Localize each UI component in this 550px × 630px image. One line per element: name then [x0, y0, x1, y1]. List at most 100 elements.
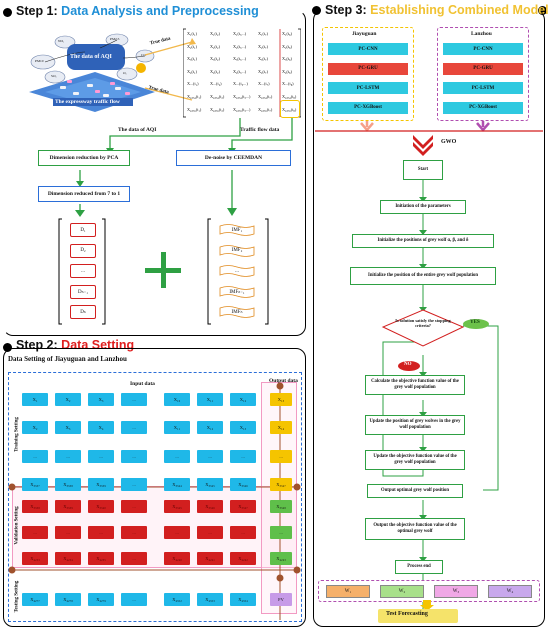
gwo-yes-badge [463, 319, 489, 329]
training-cell: X₃₃₄₆ [230, 478, 256, 491]
matrix-cell: X₄₃₅₅(t₇) [258, 106, 273, 112]
gwo-no-badge [398, 361, 420, 371]
validation-cell: X₃₃₃₉ [55, 500, 81, 513]
validation-cell: ... [88, 526, 114, 539]
step1-heading: Step 1: Data Analysis and Preprocessing [16, 4, 259, 18]
model-button: PC-CNN [328, 43, 408, 55]
matrix-cell: X₄(t₈) [282, 68, 292, 74]
ceemdan-box: De-noise by CEEMDAN [176, 150, 291, 166]
training-cell: X₁₃ [230, 421, 256, 434]
training-cell: X₃₃₄₄ [164, 478, 190, 491]
matrix-cell: X₄₃₅₄(t₈) [282, 94, 297, 99]
validation-cell: X₄₂₃₃ [22, 552, 48, 565]
lanzhou-title: Lanzhou [471, 31, 492, 37]
training-cell: ... [22, 450, 48, 463]
input-data-label: Input data [130, 381, 155, 387]
gwo-output-objective: Output the objective function value of t… [365, 518, 465, 540]
d-vector-item: D₁ [70, 223, 96, 237]
step2-dot [3, 343, 12, 352]
gwo-init-params: Initiation of the parameters [380, 200, 466, 214]
validation-cell: ... [164, 526, 190, 539]
training-cell: X₃ [55, 421, 81, 434]
training-cell: X₃₃₃₉ [88, 478, 114, 491]
training-cell: ... [270, 450, 292, 463]
matrix-cell: X...(t₈) [282, 81, 294, 87]
pollutant-co: CO [141, 53, 146, 57]
gwo-start: Start [403, 160, 443, 180]
matrix-cell: X₂(t₁) [187, 43, 197, 49]
true-data-arrows [144, 38, 196, 101]
model-button: PC-LSTM [328, 82, 408, 94]
training-cell: X₃₃₄₇ [270, 478, 292, 491]
output-data-label: Output data [269, 378, 298, 384]
d-vector-item: Dₙ [70, 305, 96, 319]
gwo-decision: Is solution satisfy the stopping criteri… [395, 318, 451, 329]
validation-cell: ... [121, 526, 147, 539]
validation-cell: X₃₃₃₈ [22, 500, 48, 513]
training-cell: X₁₀ [164, 393, 190, 406]
training-cell: ... [121, 421, 147, 434]
matrix-cell: X₂(t₃...) [233, 43, 247, 49]
aqi-illustration-svg [29, 33, 155, 112]
matrix-cell: X₂(t₂) [210, 43, 220, 49]
matrix-cell: X₂(t₇) [258, 43, 268, 49]
training-cell: X₃ [88, 393, 114, 406]
training-cell: X₁ [22, 393, 48, 406]
weight-box: W₁ [326, 585, 370, 598]
model-button: PC-XGBoost [328, 101, 408, 114]
validation-cell: X₄₂₄₃ [270, 552, 292, 565]
validation-cell: X₄₂₃₄ [55, 552, 81, 565]
matrix-cell: X₄₃₅₄(t₇) [258, 94, 273, 99]
step3-dot-right [538, 6, 547, 15]
matrix-cell: X...(t₃...) [233, 81, 248, 87]
matrix-cell: X₄₃₅₅(t₁) [187, 106, 202, 112]
imf-vector-label: IMFₙ₋₁ [229, 289, 245, 295]
training-cell: X₃₃₄₅ [197, 478, 223, 491]
imf-vector-item: IMFₙ [218, 305, 256, 319]
step1-panel [3, 10, 306, 336]
step1-connectors [75, 118, 293, 217]
training-cell: ... [121, 450, 147, 463]
weight-box: W₃ [434, 585, 478, 598]
d-vector-item: D₂ [70, 243, 96, 258]
matrix-cell: X₄(t₂) [210, 68, 220, 74]
matrix-highlight [280, 100, 300, 118]
training-cell: X₁₁ [197, 393, 223, 406]
validation-cell: X₃₃₄₇ [230, 500, 256, 513]
gwo-init-positions: Initialize the positions of grey wolf α,… [352, 234, 494, 248]
imf-vector-item: IMF₂ [218, 244, 256, 258]
training-cell: ... [164, 450, 190, 463]
testing-cell: X₄₂₇₈ [55, 593, 81, 606]
training-cell: X₁₃ [270, 393, 292, 406]
testing-cell: X₄₃₅₄ [230, 593, 256, 606]
traffic-label: The expressway traffic flow [55, 99, 120, 105]
imf-vector-bracket [207, 218, 269, 325]
matrix-cell: X₃(t₁) [187, 56, 197, 62]
test-arrow [420, 600, 434, 611]
training-cell: X₃₃₃₈ [55, 478, 81, 491]
step3-title: Establishing Combined Model [370, 3, 549, 17]
step3-heading: Step 3: Establishing Combined Model [325, 3, 549, 17]
training-cell: ... [121, 478, 147, 491]
gwo-process-end: Process end [395, 560, 443, 574]
matrix-cell: X₁(t₃...) [233, 31, 247, 36]
testing-cell: FV [270, 593, 292, 606]
matrix-cell: X₁(t₂) [210, 31, 220, 36]
matrix-cell: X₂(t₈) [282, 43, 292, 49]
gwo-calc-objective: Calculate the objective function value o… [365, 375, 465, 395]
matrix-cell: X₄₃₅₄(t₂) [210, 94, 225, 99]
pollutant-o3: O₃ [123, 71, 127, 75]
validation-cell: ... [270, 526, 292, 539]
validation-cell: X₃₃₄₆ [197, 500, 223, 513]
pca-box: Dimension reduction by PCA [38, 150, 130, 166]
imf-vector-label: IMF₂ [231, 248, 243, 253]
matrix-cell: X₃(t₈) [282, 56, 292, 62]
data-setting-title: Data Setting of Jiayuguan and Lanzhou [8, 355, 127, 363]
training-cell: X₁₂ [197, 421, 223, 434]
training-cell: X₁₄ [270, 421, 292, 434]
aqi-illustration: The data of AQI The expressway traffic f… [15, 22, 165, 117]
step3-prefix: Step 3: [325, 3, 367, 17]
matrix-cell: X₁(t₈) [282, 31, 292, 36]
step1-prefix: Step 1: [16, 4, 58, 18]
matrix-cell: X₄(t₃...) [233, 68, 247, 74]
